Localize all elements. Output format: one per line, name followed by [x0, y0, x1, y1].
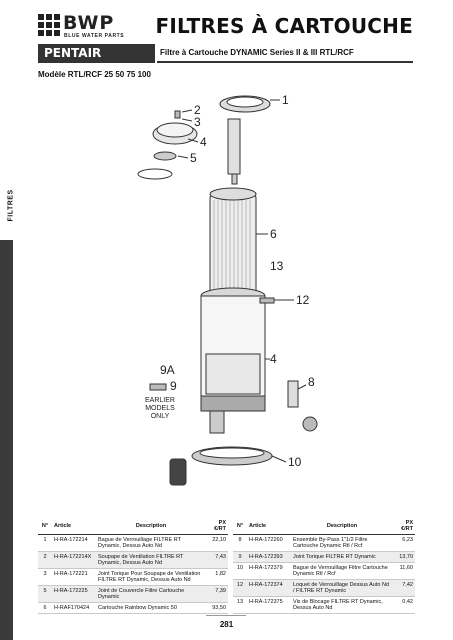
cell-no: 10 — [233, 562, 247, 580]
callout-1: 1 — [282, 93, 289, 107]
cell-description: Loquet de Verrouillage Dessus Auto Nd / … — [291, 579, 393, 597]
col-price: PX €/RT — [393, 518, 415, 535]
cell-description: Bague de Verrouillage Filtre Cartouche D… — [291, 562, 393, 580]
logo-subtitle: BLUE WATER PARTS — [64, 33, 125, 39]
model-line: Modèle RTL/RCF 25 50 75 100 — [38, 70, 151, 79]
cell-price: 1,82 — [206, 568, 228, 586]
cell-price: 11,60 — [393, 562, 415, 580]
cell-article: H-RAF170424 — [52, 602, 96, 614]
callout-12: 12 — [296, 293, 310, 307]
callout-8: 8 — [308, 375, 315, 389]
callout-5: 5 — [190, 151, 197, 165]
cell-no: 1 — [38, 534, 52, 552]
cell-description: Bague de Verrouillage FILTRE RT Dynamic,… — [96, 534, 206, 552]
callout-4: 4 — [200, 135, 207, 149]
earlier-note-line-1: EARLIER — [145, 397, 175, 404]
side-tab-label: FILTRES — [7, 189, 15, 222]
cell-no: 12 — [233, 579, 247, 597]
cell-article: H-RA-172374 — [247, 579, 291, 597]
section-band: PENTAIR Filtre à Cartouche DYNAMIC Serie… — [38, 44, 413, 63]
earlier-note-line-2: MODELS — [145, 405, 175, 412]
callout-13: 13 — [270, 259, 284, 273]
col-price: PX €/RT — [206, 518, 228, 535]
cell-article: H-RA-172214 — [52, 534, 96, 552]
cell-article: H-RA-172225 — [52, 585, 96, 603]
cell-no: 2 — [38, 551, 52, 569]
earlier-note-line-3: ONLY — [151, 413, 170, 420]
cell-description: Joint de Couvercle Filtre Cartouche Dyna… — [96, 585, 206, 603]
logo-grid-icon — [38, 14, 60, 36]
callout-3: 3 — [194, 115, 201, 129]
cell-price: 93,50 — [206, 602, 228, 614]
cell-price: 7,43 — [206, 551, 228, 569]
callout-2: 2 — [194, 103, 201, 117]
brand-logo: BWP BLUE WATER PARTS — [38, 12, 130, 42]
page-number-rule — [206, 615, 246, 616]
cell-description: Vis de Blocage FILTRE RT Dynamic, Dessus… — [291, 596, 393, 614]
exploded-diagram: 1 2 3 4 5 6 13 12 4 8 10 9A 9 EARLIER MO… — [137, 93, 318, 486]
col-description: Description — [96, 518, 206, 535]
cell-article: H-RA-172214X — [52, 551, 96, 569]
brand-label: PENTAIR — [38, 44, 155, 63]
cell-price: 7,39 — [206, 585, 228, 603]
cell-description: Joint Torique FILTRE RT Dynamic — [291, 551, 393, 563]
cell-description: Cartouche Rainbow Dynamic 50 — [96, 602, 206, 614]
callout-9: 9 — [170, 379, 177, 393]
cell-description: Ensemble By-Pass 1"1/2 Filtre Cartouche … — [291, 534, 393, 552]
cell-article: H-RA-172260 — [247, 534, 291, 552]
callout-9a: 9A — [160, 363, 175, 377]
cell-price: 7,42 — [393, 579, 415, 597]
cell-price: 0,42 — [393, 596, 415, 614]
callout-10: 10 — [288, 455, 302, 469]
col-no: N° — [38, 518, 52, 535]
page-title: FILTRES À CARTOUCHE — [155, 14, 413, 38]
col-no: N° — [233, 518, 247, 535]
page-number: 281 — [219, 620, 234, 629]
cell-price: 6,23 — [393, 534, 415, 552]
cell-no: 6 — [38, 602, 52, 614]
cell-description: Joint Torique Pour Soupape de Ventilatio… — [96, 568, 206, 586]
cell-article: H-RA-172221 — [52, 568, 96, 586]
cell-no: 13 — [233, 596, 247, 614]
callout-4b: 4 — [270, 352, 277, 366]
cell-no: 9 — [233, 551, 247, 563]
cell-no: 3 — [38, 568, 52, 586]
callout-6: 6 — [270, 227, 277, 241]
cell-price: 13,70 — [393, 551, 415, 563]
col-description: Description — [291, 518, 393, 535]
cell-no: 5 — [38, 585, 52, 603]
col-article: Article — [247, 518, 291, 535]
cell-article: H-RA-172375 — [247, 596, 291, 614]
logo-word: BWP — [63, 12, 115, 34]
side-tab-bar — [0, 240, 13, 640]
cell-article: H-RA-172393 — [247, 551, 291, 563]
cell-price: 22,10 — [206, 534, 228, 552]
cell-no: 8 — [233, 534, 247, 552]
cell-description: Soupape de Ventilation FILTRE RT Dynamic… — [96, 551, 206, 569]
col-article: Article — [52, 518, 96, 535]
cell-article: H-RA-172379 — [247, 562, 291, 580]
product-title: Filtre à Cartouche DYNAMIC Series II & I… — [157, 44, 413, 63]
